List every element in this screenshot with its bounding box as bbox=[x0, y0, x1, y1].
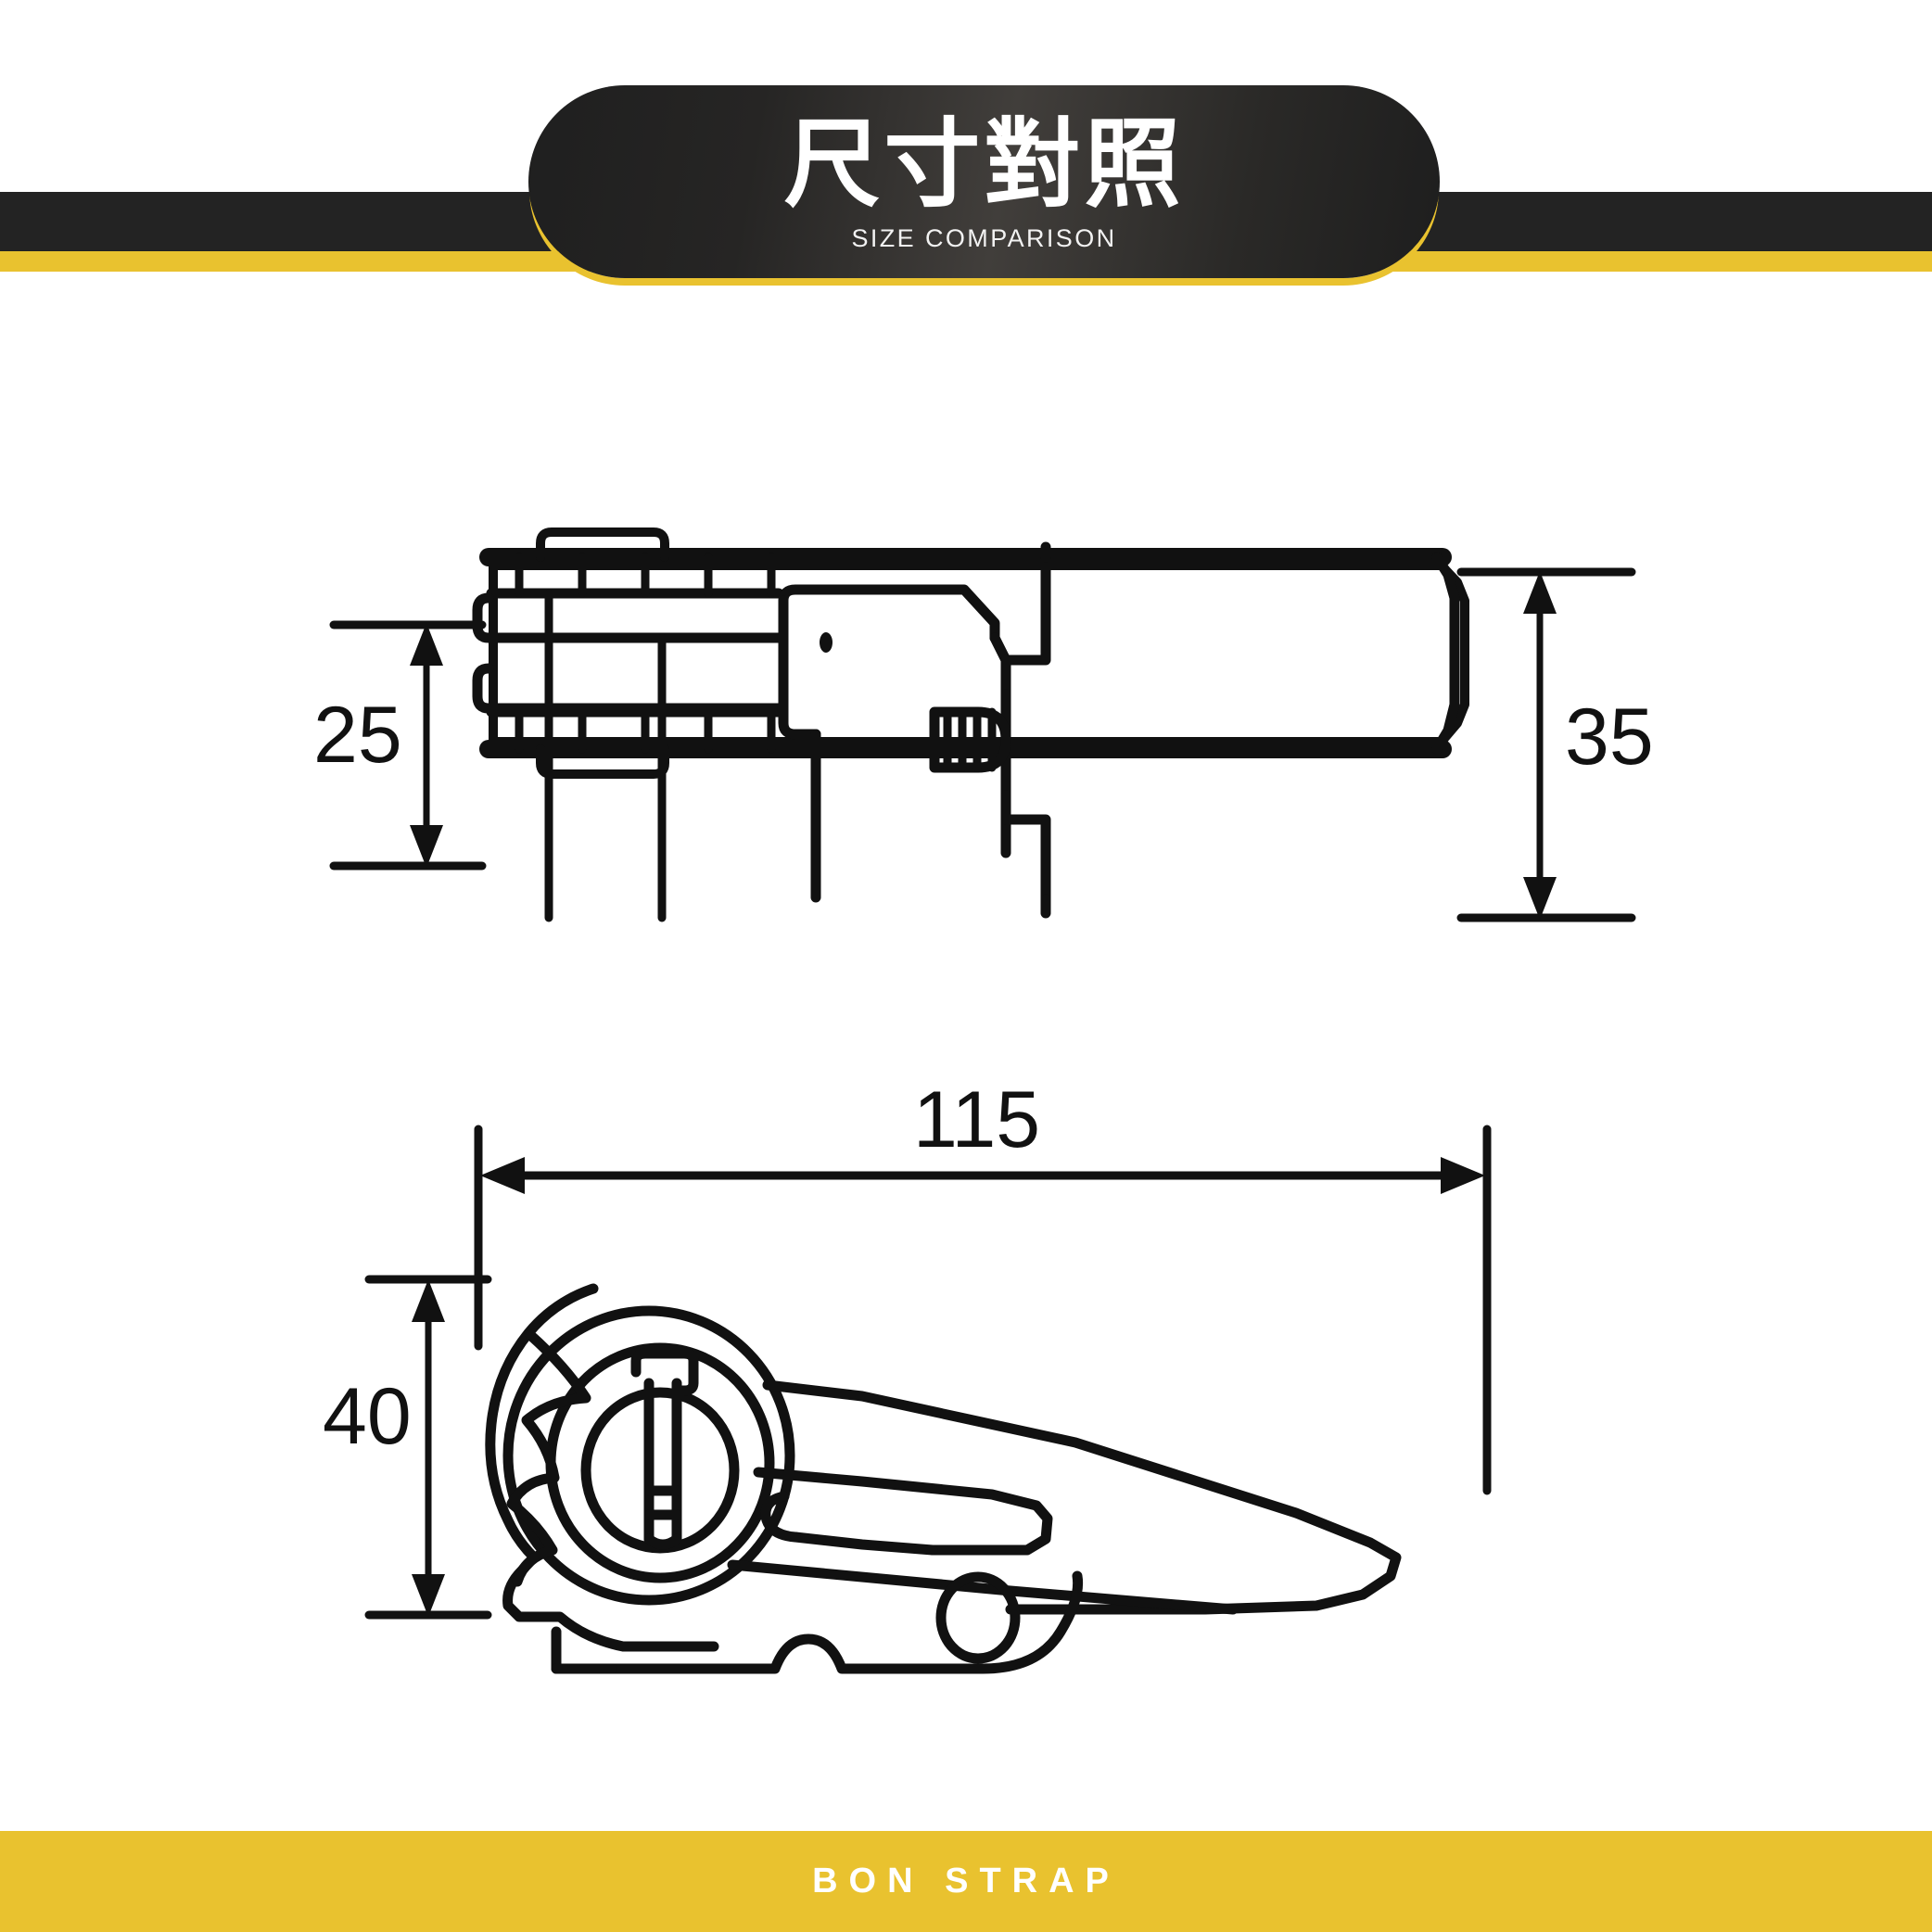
page-subtitle: SIZE COMPARISON bbox=[851, 223, 1117, 252]
top-view-drawing bbox=[472, 527, 1469, 922]
page-title: 尺寸對照 bbox=[783, 111, 1185, 220]
brand-name: BON STRAP bbox=[812, 1862, 1120, 1900]
top-view-dimensions bbox=[329, 567, 1636, 922]
side-view-dimensions bbox=[364, 1125, 1492, 1620]
footer-bar: BON STRAP bbox=[0, 1831, 1932, 1932]
side-view-drawing bbox=[485, 1283, 1402, 1674]
dimension-label-115: 115 bbox=[913, 1075, 1041, 1164]
header-badge: 尺寸對照 SIZE COMPARISON bbox=[528, 85, 1440, 278]
dimension-label-40: 40 bbox=[323, 1372, 412, 1461]
dimension-label-25: 25 bbox=[313, 691, 402, 780]
dimension-label-35: 35 bbox=[1565, 693, 1654, 782]
